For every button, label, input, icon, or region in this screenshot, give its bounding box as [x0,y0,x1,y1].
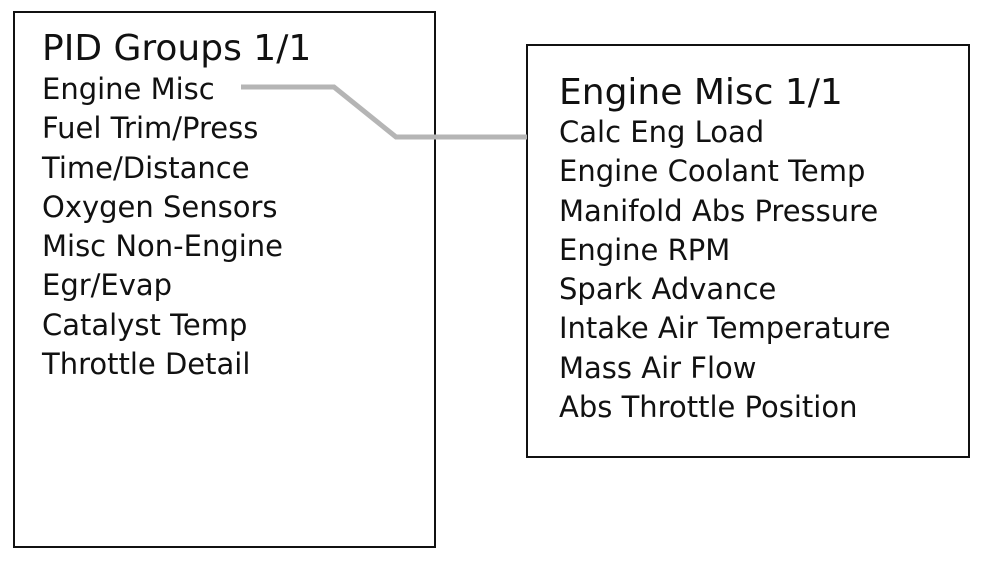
pid-group-item-time-distance[interactable]: Time/Distance [42,150,250,185]
pid-item-engine-coolant-temp[interactable]: Engine Coolant Temp [559,154,866,189]
engine-misc-list: Calc Eng Load Engine Coolant Temp Manifo… [559,113,891,427]
pid-groups-title: PID Groups 1/1 [42,28,312,69]
engine-misc-title: Engine Misc 1/1 [559,72,843,113]
pid-groups-screen: PID Groups 1/1 Engine Misc Fuel Trim/Pre… [13,11,436,548]
pid-item-intake-air-temperature[interactable]: Intake Air Temperature [559,311,891,346]
pid-group-item-egr-evap[interactable]: Egr/Evap [42,268,173,303]
pid-item-engine-rpm[interactable]: Engine RPM [559,232,731,267]
pid-groups-list: Engine Misc Fuel Trim/Press Time/Distanc… [42,70,283,384]
pid-item-manifold-abs-pressure[interactable]: Manifold Abs Pressure [559,193,879,228]
pid-group-item-engine-misc[interactable]: Engine Misc [42,72,215,106]
pid-group-item-catalyst-temp[interactable]: Catalyst Temp [42,307,248,342]
pid-item-calc-eng-load[interactable]: Calc Eng Load [559,115,765,149]
pid-group-item-oxygen-sensors[interactable]: Oxygen Sensors [42,189,278,224]
pid-group-item-throttle-detail[interactable]: Throttle Detail [42,347,251,382]
pid-group-item-fuel-trim-press[interactable]: Fuel Trim/Press [42,111,259,146]
engine-misc-screen: Engine Misc 1/1 Calc Eng Load Engine Coo… [526,44,970,458]
pid-item-spark-advance[interactable]: Spark Advance [559,272,777,307]
pid-item-abs-throttle-position[interactable]: Abs Throttle Position [559,390,858,425]
pid-group-item-misc-non-engine[interactable]: Misc Non-Engine [42,229,284,264]
pid-item-mass-air-flow[interactable]: Mass Air Flow [559,350,757,385]
